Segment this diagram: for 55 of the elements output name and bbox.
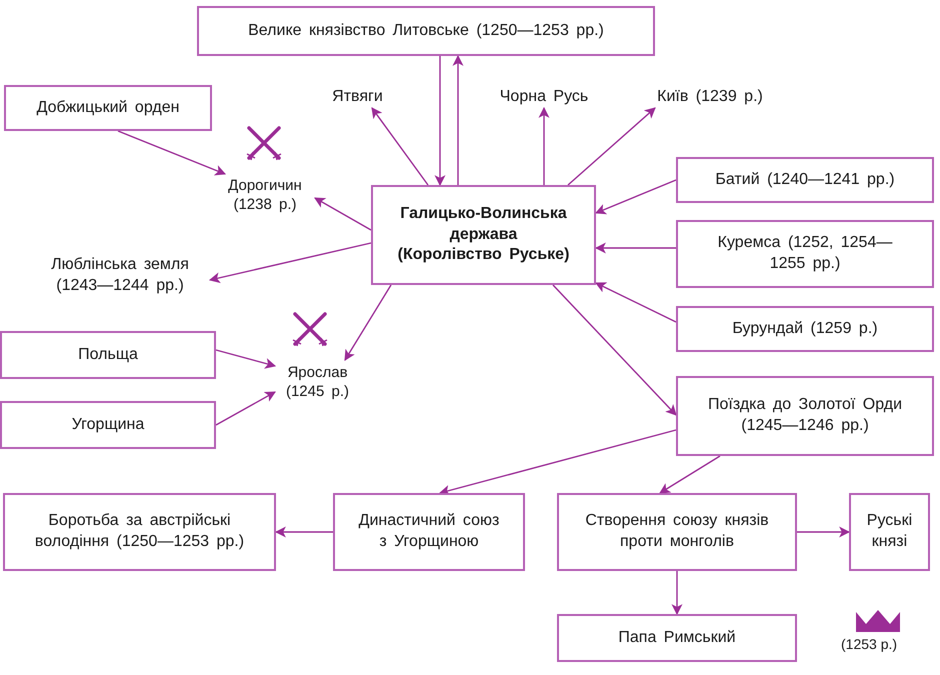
box-text: Руські князі: [866, 511, 914, 552]
box-text: Бурундай (1259 р.): [732, 318, 878, 339]
event-box: [371, 185, 596, 285]
place-label: Чорна Русь: [488, 86, 600, 108]
box-text: Велике князівство Литовське (1250—1253 рр.): [248, 20, 604, 41]
arrow: [371, 107, 429, 186]
arrow: [672, 571, 682, 616]
box-text: Батий (1240—1241 рр.): [715, 170, 895, 190]
event-box: [333, 493, 525, 571]
arrow: [659, 455, 720, 494]
arrow: [452, 54, 464, 185]
arrow: [314, 197, 372, 231]
arrow: [538, 106, 550, 185]
year-label: (1253 р.): [841, 636, 898, 652]
box-text: Добжицький орден: [36, 98, 180, 118]
event-box: [557, 614, 797, 662]
arrow: [552, 284, 677, 416]
event-box: [676, 306, 934, 352]
event-box: [4, 85, 212, 131]
box-text: Папа Римський: [618, 628, 736, 648]
box-text: Угорщина: [72, 414, 144, 435]
box-text: Боротьба за австрійські володіння (1250—1253 рр.): [34, 511, 246, 552]
arrow: [118, 130, 226, 176]
arrow: [568, 107, 656, 186]
box-text: Куремса (1252, 1254—1255 рр.): [716, 233, 894, 274]
place-label: Ярослав (1245 р.): [275, 360, 360, 404]
arrow: [208, 242, 372, 284]
arrow: [344, 284, 392, 361]
place-label: Дорогичин (1238 р.): [215, 174, 315, 216]
event-box: [676, 376, 934, 456]
arrow: [594, 179, 676, 214]
arrow: [216, 349, 276, 369]
box-text: Польща: [78, 344, 138, 365]
place-label: Київ (1239 р.): [645, 86, 775, 108]
event-box: [557, 493, 797, 571]
arrow: [797, 526, 850, 538]
arrow: [595, 282, 676, 323]
arrow: [274, 526, 333, 538]
arrow: [438, 429, 676, 496]
event-box: [0, 331, 216, 379]
arrow: [434, 56, 446, 186]
arrow: [594, 242, 676, 254]
place-label: Ятвяги: [320, 86, 395, 108]
event-box: [3, 493, 276, 571]
arrow: [216, 391, 276, 426]
box-text: Створення союзу князів проти монголів: [584, 511, 770, 552]
event-box: [0, 401, 216, 449]
event-box: [676, 157, 934, 203]
box-text: Поїздка до Золотої Орди (1245—1246 рр.): [707, 395, 903, 436]
event-box: [197, 6, 655, 56]
event-box: [849, 493, 930, 571]
box-text: Галицько-Волинська держава (Королівство Руське): [396, 204, 570, 266]
place-label: Люблінська земля (1243—1244 рр.): [30, 253, 210, 299]
event-box: [676, 220, 934, 288]
box-text: Династичний союз з Угорщиною: [358, 511, 500, 552]
